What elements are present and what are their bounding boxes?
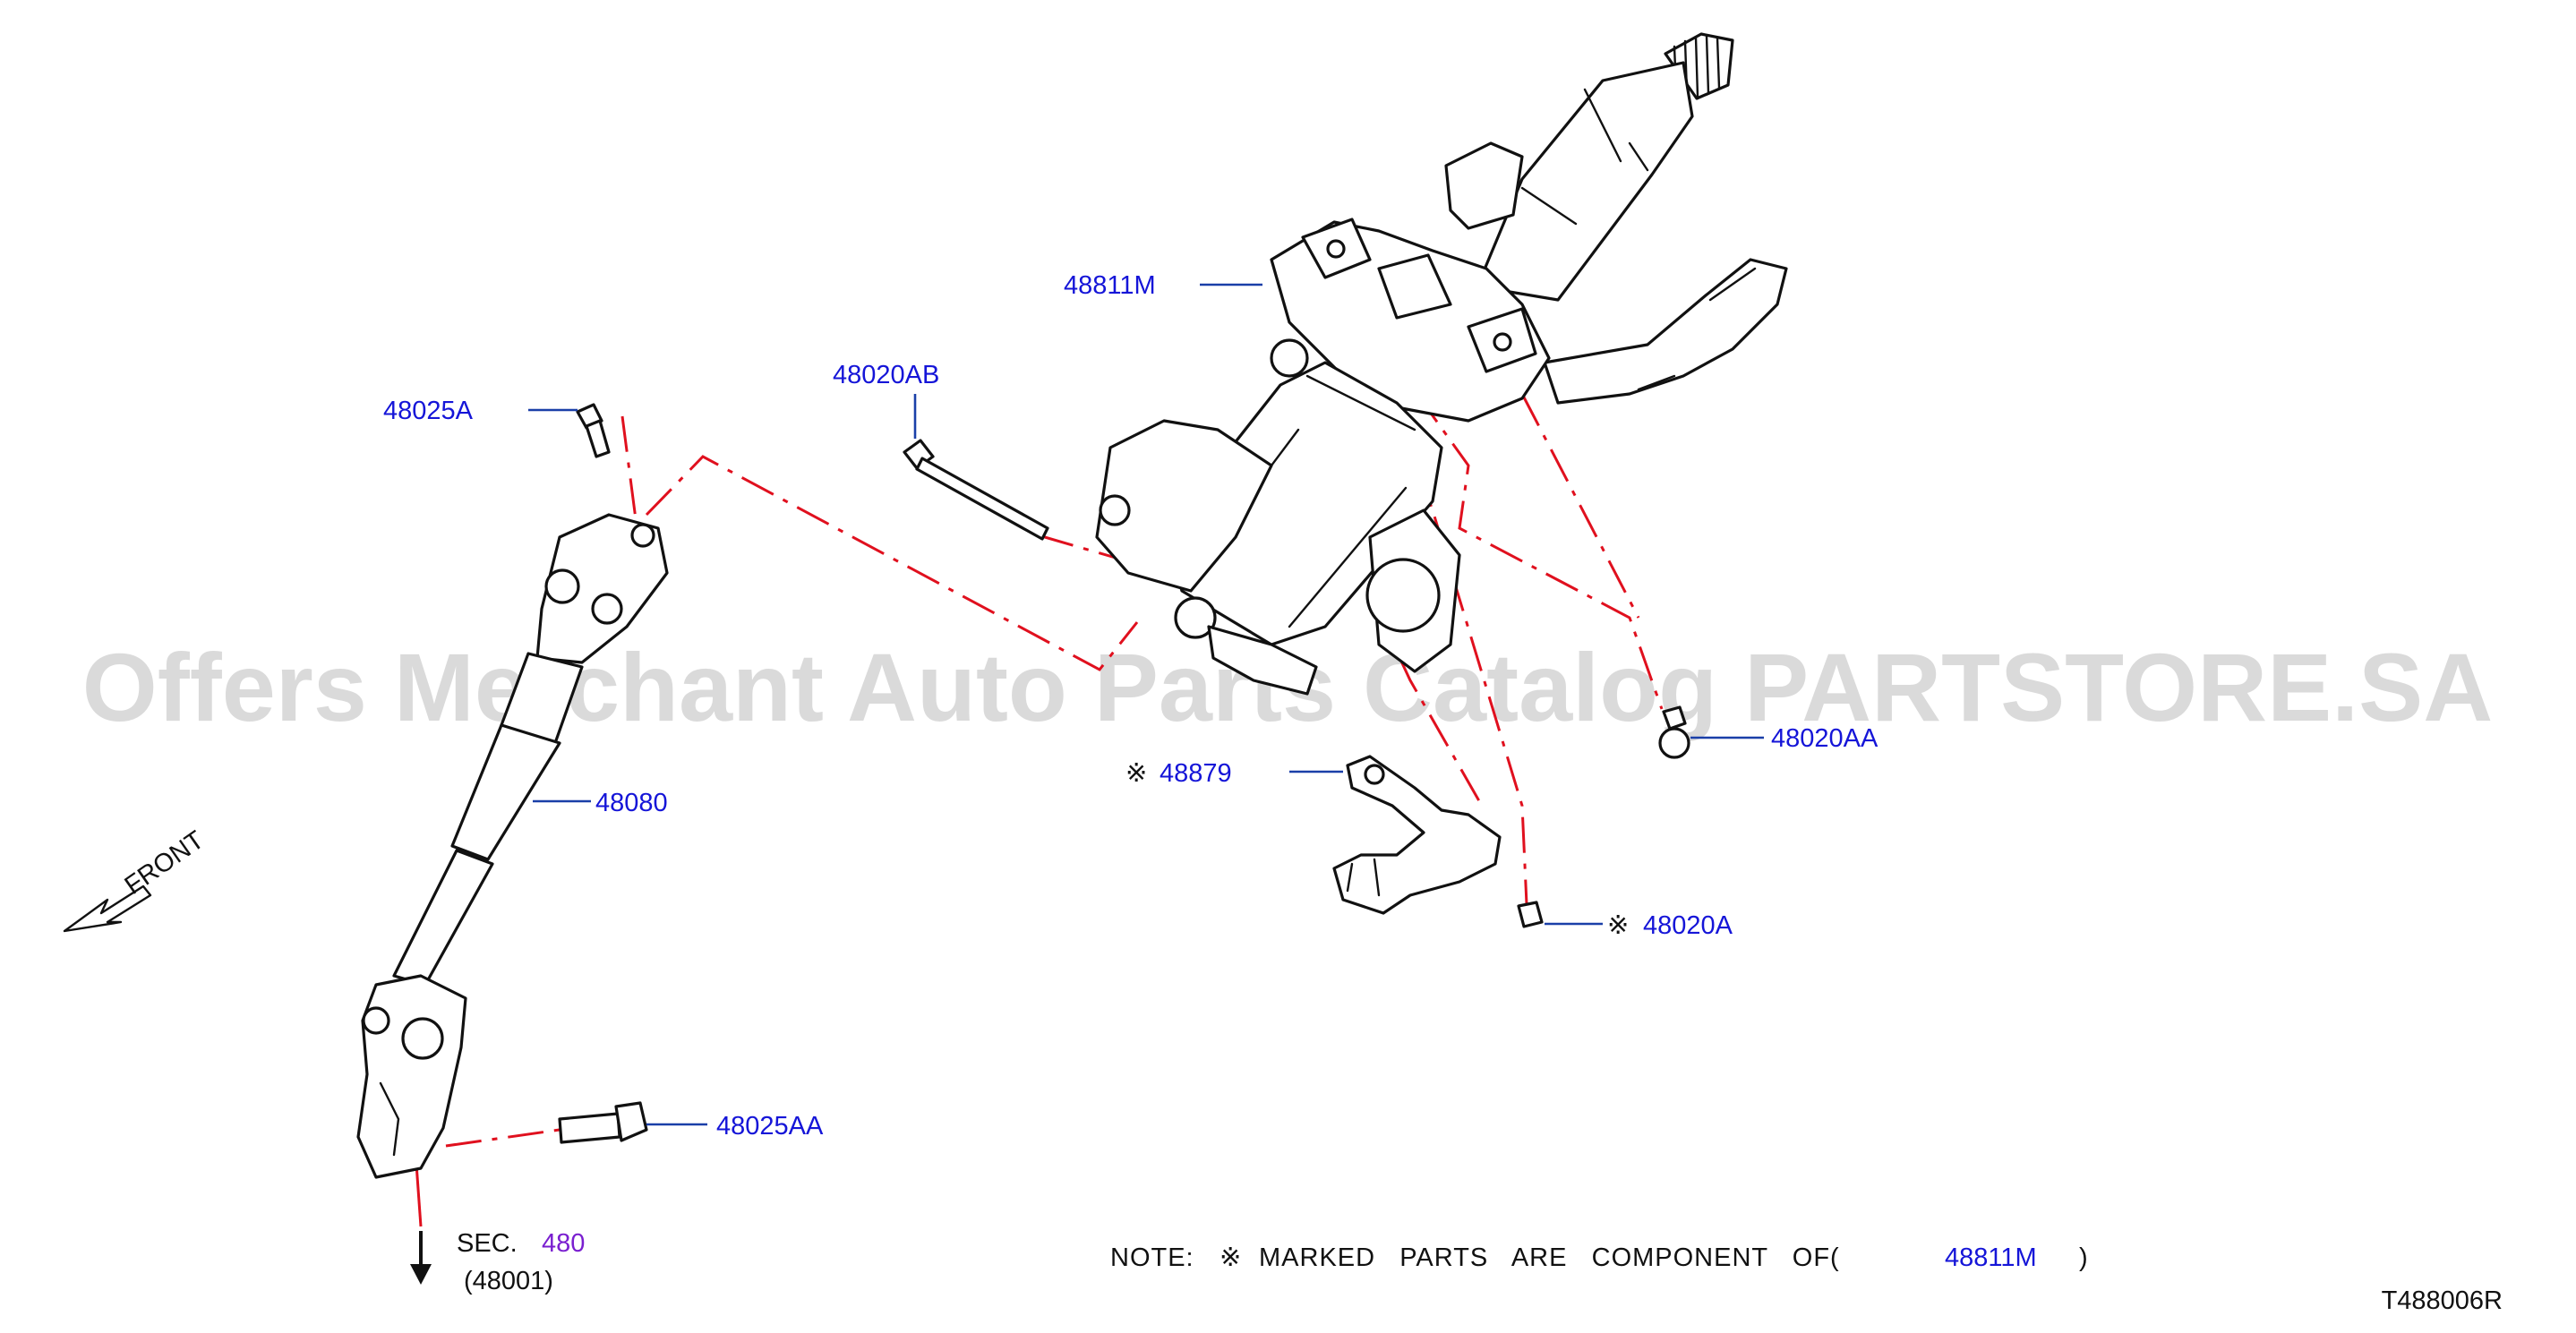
shaft-outer-tube [450,723,561,861]
callout-48025aa[interactable]: 48025AA [716,1112,824,1141]
bolt-48025a[interactable] [576,403,611,458]
callout-48020a[interactable]: 48020A [1643,911,1733,940]
note-text: MARKED PARTS ARE COMPONENT OF( [1259,1243,1840,1272]
column-lower-flange [1207,625,1318,696]
column-boss-left [1099,494,1131,526]
callout-48020ab[interactable]: 48020AB [833,361,939,389]
steering-column-assembly[interactable] [1095,32,1788,696]
bracket-48879[interactable] [1332,755,1502,915]
front-indicator: FRONT [63,825,210,933]
bracket-48879-detail [1346,858,1381,897]
leader-lines [528,283,1764,1126]
sec-prefix: SEC. [457,1229,518,1258]
marker-48879: ※ [1125,759,1147,788]
bolt-48020aa-head [1662,705,1687,731]
bolt-48025aa-head [614,1101,648,1142]
callout-48025a[interactable]: 48025A [383,397,474,425]
bracket-hole-right [1493,332,1512,352]
bolt-48020aa-washer [1658,727,1690,759]
callout-48020aa[interactable]: 48020AA [1771,724,1879,753]
phantom-line-sec-480 [415,1163,423,1227]
upper-joint-bearing-center [591,593,623,625]
upper-universal-joint [535,513,669,664]
upper-joint-clamp-hole [630,523,655,548]
callout-48080[interactable]: 48080 [595,789,668,817]
section-reference[interactable]: SEC. 480 (48001) [410,1229,585,1295]
bracket-hole-left [1326,239,1346,259]
figure-code: T488006R [2382,1286,2503,1315]
phantom-line-upper-right [1520,393,1640,619]
column-mount-ear [1444,141,1524,230]
lower-joint-bearing [401,1017,444,1060]
phantom-line-shaft-to-column [620,415,1139,671]
column-bore [1365,558,1441,633]
note-marker: ※ [1220,1243,1242,1272]
bolt-48020a-head [1517,901,1544,928]
bracket-48879-hole [1364,764,1385,785]
front-label: FRONT [120,825,210,901]
upper-column-details [1520,88,1649,226]
intermediate-shaft-48080[interactable] [356,513,669,1179]
bolt-48020ab[interactable] [903,439,1049,541]
tilt-lever-details [1637,267,1757,391]
callout-48811m[interactable]: 48811M [1064,271,1156,300]
sec-subref: (48001) [464,1267,553,1295]
callout-48879[interactable]: 48879 [1160,759,1232,788]
column-boss-upper [1270,338,1309,378]
lower-universal-joint [356,974,467,1179]
sec-number: 480 [542,1229,585,1258]
note-lead: NOTE: [1110,1243,1194,1272]
bracket-window [1377,253,1452,320]
callout-labels: 48811M 48020AB 48025A 48080 48020AA ※ 48… [383,271,1879,1141]
tilt-lever[interactable] [1543,258,1788,405]
bolt-48025aa-shank [558,1112,621,1144]
marker-48020a: ※ [1607,911,1629,940]
column-boss-lower [1174,596,1217,639]
bolt-48025a-shank [585,419,611,458]
lower-joint-bearing-left [362,1006,390,1035]
bolt-48020aa[interactable] [1658,705,1690,759]
phantom-line-48025aa [445,1128,561,1148]
bracket-48879-body [1332,755,1502,915]
sec-arrow-icon [410,1264,432,1285]
lower-joint-detail [379,1081,400,1157]
motor-housing [1162,361,1443,646]
bolt-48020a[interactable] [1517,901,1544,928]
note-part[interactable]: 48811M [1945,1243,2037,1272]
upper-joint-bearing-left [544,568,580,604]
shaft-inner-slide [392,849,494,987]
note-line: NOTE: ※ MARKED PARTS ARE COMPONENT OF( 4… [1110,1243,2089,1272]
bolt-48020ab-shank [915,457,1049,541]
front-arrow-icon [63,884,152,933]
column-lower-body [1095,419,1273,593]
note-close: ) [2079,1243,2089,1272]
bolt-48025aa[interactable] [558,1101,648,1144]
